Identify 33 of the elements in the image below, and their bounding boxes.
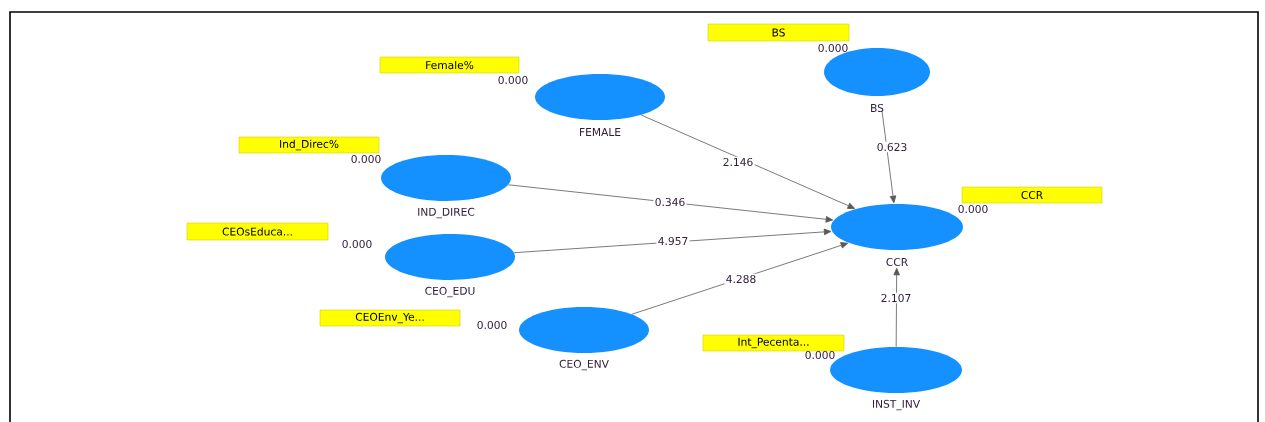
indicator-box: CCR — [961, 186, 1103, 204]
arrow — [881, 111, 897, 204]
indicator-box: CEOEnv_Ye... — [319, 309, 461, 327]
value-label: 0.000 — [477, 320, 507, 330]
value-label: 0.000 — [805, 350, 835, 360]
indicator-box: Ind_Direc% — [238, 136, 380, 154]
value-label: 0.000 — [342, 239, 372, 249]
construct-label: CCR — [884, 256, 910, 268]
construct-label: CEO_ENV — [557, 358, 611, 372]
edge-label: 4.957 — [656, 235, 690, 247]
construct-label: BS — [868, 102, 886, 114]
arrow — [508, 184, 834, 223]
edge-label: 2.146 — [721, 156, 755, 168]
edge-label: 0.623 — [875, 141, 909, 153]
construct-label: INST_INV — [870, 398, 922, 412]
indicator-box: Int_Pecenta... — [702, 334, 845, 352]
value-label: 0.000 — [958, 204, 988, 214]
arrow — [513, 228, 832, 254]
value-label: 0.000 — [498, 75, 528, 85]
value-label: 0.000 — [818, 43, 848, 53]
construct-label: IND_DIREC — [415, 206, 477, 220]
arrow — [631, 242, 849, 315]
indicator-box: CEOsEduca... — [186, 222, 329, 241]
arrow — [893, 267, 900, 348]
indicator-box: Female% — [379, 56, 520, 74]
value-label: 0.000 — [351, 154, 381, 164]
edge-label: 0.346 — [653, 196, 687, 208]
edge-label: 2.107 — [879, 292, 913, 304]
arrow — [640, 114, 855, 209]
construct-label: CEO_EDU — [423, 285, 477, 299]
edge-label: 4.288 — [724, 273, 758, 285]
indicator-box: BS — [707, 23, 850, 42]
construct-label: FEMALE — [577, 126, 623, 138]
